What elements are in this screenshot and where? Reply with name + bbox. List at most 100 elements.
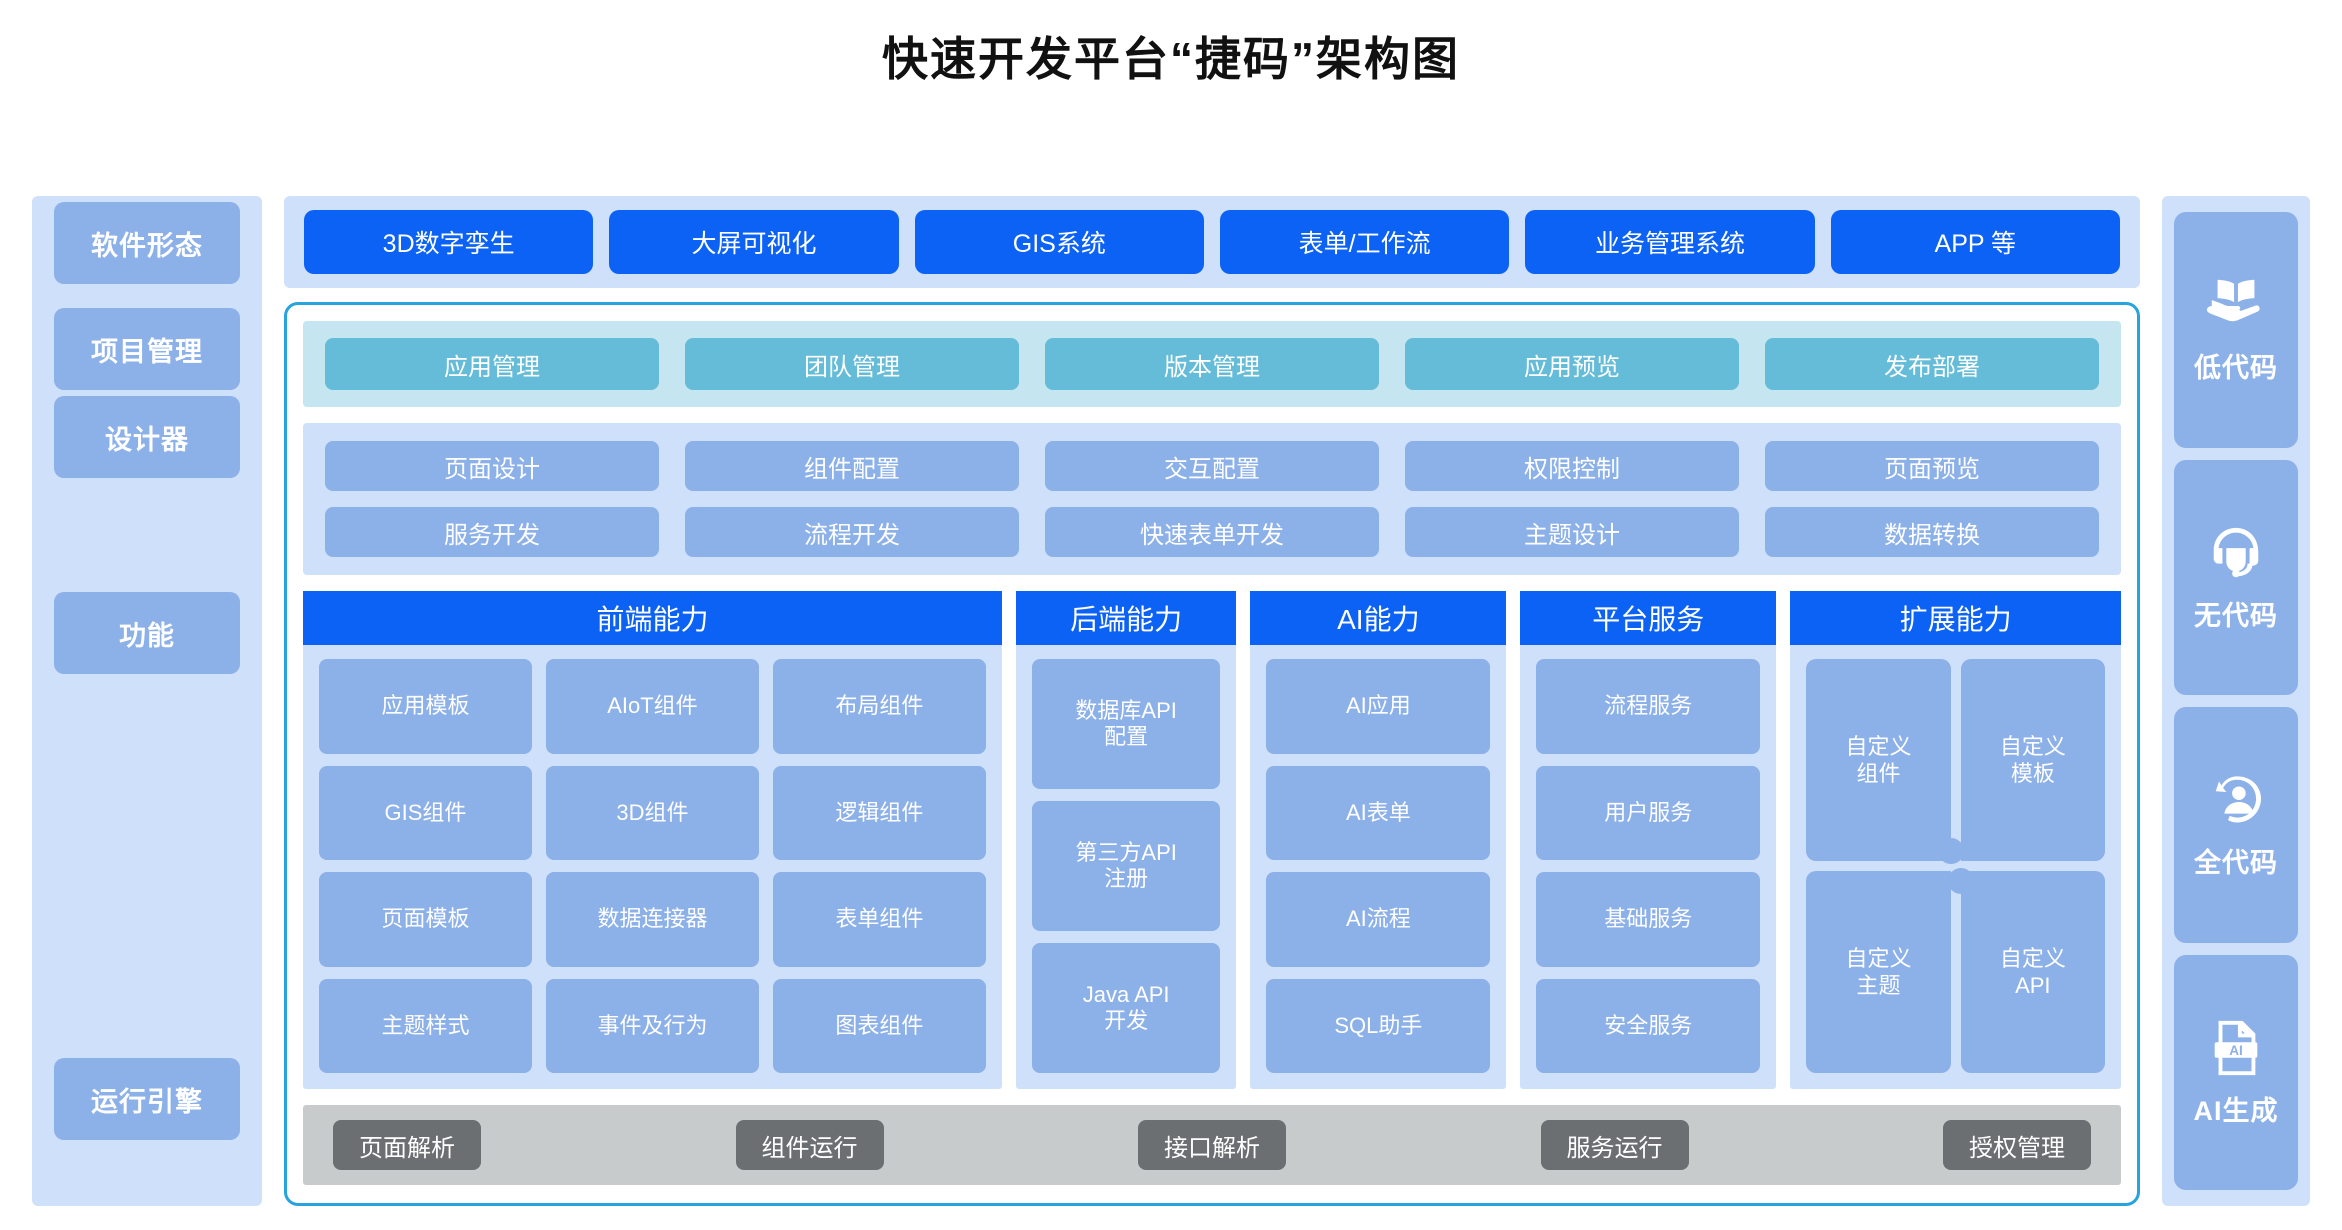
frontend-row: 应用模板 AIoT组件 布局组件 [319, 659, 986, 754]
software-form-chip[interactable]: 大屏可视化 [609, 210, 899, 274]
center-column: 3D数字孪生 大屏可视化 GIS系统 表单/工作流 业务管理系统 APP 等 应… [284, 196, 2140, 1206]
project-mgmt-chip[interactable]: 应用预览 [1405, 338, 1739, 390]
rail-item-software-form[interactable]: 软件形态 [54, 202, 240, 284]
architecture-diagram: 软件形态 项目管理 设计器 功能 运行引擎 3D数字孪生 大屏可视化 GIS系统… [32, 196, 2310, 1206]
designer-chip[interactable]: 交互配置 [1045, 441, 1379, 491]
designer-chip[interactable]: 快速表单开发 [1045, 507, 1379, 557]
designer-chip[interactable]: 权限控制 [1405, 441, 1739, 491]
extension-chip-label: 自定义 组件 [1845, 733, 1912, 787]
rail-card-label: 全代码 [2194, 848, 2278, 879]
platform-service-chip[interactable]: 基础服务 [1536, 872, 1761, 967]
capability-header-ai: AI能力 [1250, 591, 1507, 645]
capability-header-extension: 扩展能力 [1790, 591, 2122, 645]
frontend-chip[interactable]: AIoT组件 [545, 659, 759, 754]
frontend-chip[interactable]: 3D组件 [545, 765, 759, 860]
capability-header-frontend: 前端能力 [303, 591, 1002, 645]
rail-card-label: 无代码 [2194, 600, 2278, 631]
capability-column-frontend: 前端能力 应用模板 AIoT组件 布局组件 GIS组件 3D组件 逻辑组件 [303, 591, 1002, 1089]
extension-chip-label: 自定义 API [1999, 945, 2066, 999]
designer-chip[interactable]: 服务开发 [325, 507, 659, 557]
project-mgmt-chip[interactable]: 应用管理 [325, 338, 659, 390]
platform-panel: 应用管理 团队管理 版本管理 应用预览 发布部署 页面设计 组件配置 交互配置 … [284, 302, 2140, 1206]
platform-service-chip[interactable]: 安全服务 [1536, 978, 1761, 1073]
rail-card-full-code[interactable]: 全代码 [2174, 707, 2298, 943]
rail-card-low-code[interactable]: 低代码 [2174, 212, 2298, 448]
frontend-row: 页面模板 数据连接器 表单组件 [319, 872, 986, 967]
frontend-row: 主题样式 事件及行为 图表组件 [319, 978, 986, 1073]
designer-chip[interactable]: 主题设计 [1405, 507, 1739, 557]
capability-header-backend: 后端能力 [1015, 591, 1237, 645]
designer-chip[interactable]: 组件配置 [685, 441, 1019, 491]
rail-card-label: 低代码 [2194, 353, 2278, 384]
headset-support-icon [2205, 522, 2267, 584]
designer-row-2: 服务开发 流程开发 快速表单开发 主题设计 数据转换 [325, 507, 2099, 557]
backend-chip[interactable]: 第三方API 注册 [1031, 801, 1221, 931]
frontend-chip[interactable]: 逻辑组件 [772, 765, 986, 860]
capability-column-extension: 扩展能力 自定义 组件 自定义 模板 自定义 主题 [1790, 591, 2122, 1089]
capability-body-frontend: 应用模板 AIoT组件 布局组件 GIS组件 3D组件 逻辑组件 页面模板 数据… [303, 645, 1002, 1089]
capability-column-platform-service: 平台服务 流程服务 用户服务 基础服务 安全服务 [1520, 591, 1777, 1089]
ai-chip[interactable]: AI应用 [1266, 659, 1491, 754]
backend-chip[interactable]: Java API 开发 [1031, 943, 1221, 1073]
frontend-chip[interactable]: 主题样式 [319, 978, 532, 1073]
right-rail: 低代码 无代码 全代码 [2162, 196, 2310, 1206]
runtime-chip[interactable]: 接口解析 [1138, 1120, 1286, 1170]
designer-chip[interactable]: 页面设计 [325, 441, 659, 491]
capability-body-backend: 数据库API 配置 第三方API 注册 Java API 开发 [1016, 645, 1237, 1089]
extension-puzzle-grid: 自定义 组件 自定义 模板 自定义 主题 自定义 API [1806, 659, 2106, 1073]
software-form-chip[interactable]: GIS系统 [914, 210, 1204, 274]
designer-chip[interactable]: 数据转换 [1765, 507, 2099, 557]
extension-chip-label: 自定义 模板 [1999, 733, 2066, 787]
backend-chip[interactable]: 数据库API 配置 [1031, 659, 1221, 789]
rail-card-no-code[interactable]: 无代码 [2174, 459, 2298, 695]
extension-chip-custom-component[interactable]: 自定义 组件 [1806, 659, 1964, 864]
project-mgmt-chip[interactable]: 团队管理 [685, 338, 1019, 390]
frontend-chip[interactable]: GIS组件 [319, 765, 532, 860]
ai-document-icon: AI [2205, 1017, 2267, 1079]
software-form-chip[interactable]: APP 等 [1830, 210, 2120, 274]
rail-card-ai-generate[interactable]: AI AI生成 [2174, 954, 2298, 1190]
extension-chip-custom-api[interactable]: 自定义 API [1947, 868, 2106, 1073]
rail-item-project-mgmt[interactable]: 项目管理 [54, 308, 240, 390]
frontend-chip[interactable]: 数据连接器 [545, 872, 759, 967]
function-band: 前端能力 应用模板 AIoT组件 布局组件 GIS组件 3D组件 逻辑组件 [303, 591, 2122, 1089]
software-form-chip[interactable]: 表单/工作流 [1219, 210, 1510, 274]
capability-body-ai: AI应用 AI表单 AI流程 SQL助手 [1250, 645, 1506, 1089]
extension-chip-custom-template[interactable]: 自定义 模板 [1960, 659, 2106, 861]
project-mgmt-chip[interactable]: 版本管理 [1045, 338, 1379, 390]
frontend-chip[interactable]: 图表组件 [772, 978, 986, 1073]
project-mgmt-chip[interactable]: 发布部署 [1765, 338, 2099, 390]
runtime-chip[interactable]: 组件运行 [735, 1120, 884, 1170]
designer-chip[interactable]: 页面预览 [1765, 441, 2099, 491]
software-forms-band: 3D数字孪生 大屏可视化 GIS系统 表单/工作流 业务管理系统 APP 等 [284, 196, 2140, 288]
frontend-chip[interactable]: 事件及行为 [545, 978, 759, 1073]
ai-chip[interactable]: SQL助手 [1266, 978, 1491, 1073]
platform-service-chip[interactable]: 流程服务 [1536, 659, 1761, 754]
software-form-chip[interactable]: 业务管理系统 [1525, 210, 1815, 274]
rail-card-label: AI生成 [2193, 1095, 2279, 1126]
software-form-chip[interactable]: 3D数字孪生 [304, 210, 594, 274]
designer-chip[interactable]: 流程开发 [685, 507, 1019, 557]
page-title: 快速开发平台“捷码”架构图 [882, 33, 1460, 85]
frontend-chip[interactable]: 页面模板 [319, 872, 532, 967]
ai-chip[interactable]: AI流程 [1266, 872, 1491, 967]
runtime-chip[interactable]: 页面解析 [333, 1120, 481, 1170]
rail-item-runtime-engine[interactable]: 运行引擎 [54, 1058, 240, 1140]
extension-chip-custom-theme[interactable]: 自定义 主题 [1806, 871, 1951, 1073]
frontend-chip[interactable]: 应用模板 [319, 659, 532, 754]
platform-service-chip[interactable]: 用户服务 [1536, 765, 1761, 860]
runtime-chip[interactable]: 服务运行 [1540, 1120, 1689, 1170]
frontend-row: GIS组件 3D组件 逻辑组件 [319, 765, 986, 860]
designer-row-1: 页面设计 组件配置 交互配置 权限控制 页面预览 [325, 441, 2099, 491]
puzzle-knob-icon [1947, 868, 1974, 894]
left-rail: 软件形态 项目管理 设计器 功能 运行引擎 [32, 196, 262, 1206]
ai-chip[interactable]: AI表单 [1266, 765, 1491, 860]
rail-item-designer[interactable]: 设计器 [54, 396, 240, 478]
rail-item-function[interactable]: 功能 [54, 592, 240, 674]
frontend-chip[interactable]: 布局组件 [772, 659, 986, 754]
designer-band: 页面设计 组件配置 交互配置 权限控制 页面预览 服务开发 流程开发 快速表单开… [303, 423, 2121, 575]
runtime-chip[interactable]: 授权管理 [1943, 1120, 2091, 1170]
project-management-band: 应用管理 团队管理 版本管理 应用预览 发布部署 [303, 321, 2121, 407]
frontend-chip[interactable]: 表单组件 [772, 872, 986, 967]
runtime-engine-band: 页面解析 组件运行 接口解析 服务运行 授权管理 [303, 1105, 2121, 1185]
